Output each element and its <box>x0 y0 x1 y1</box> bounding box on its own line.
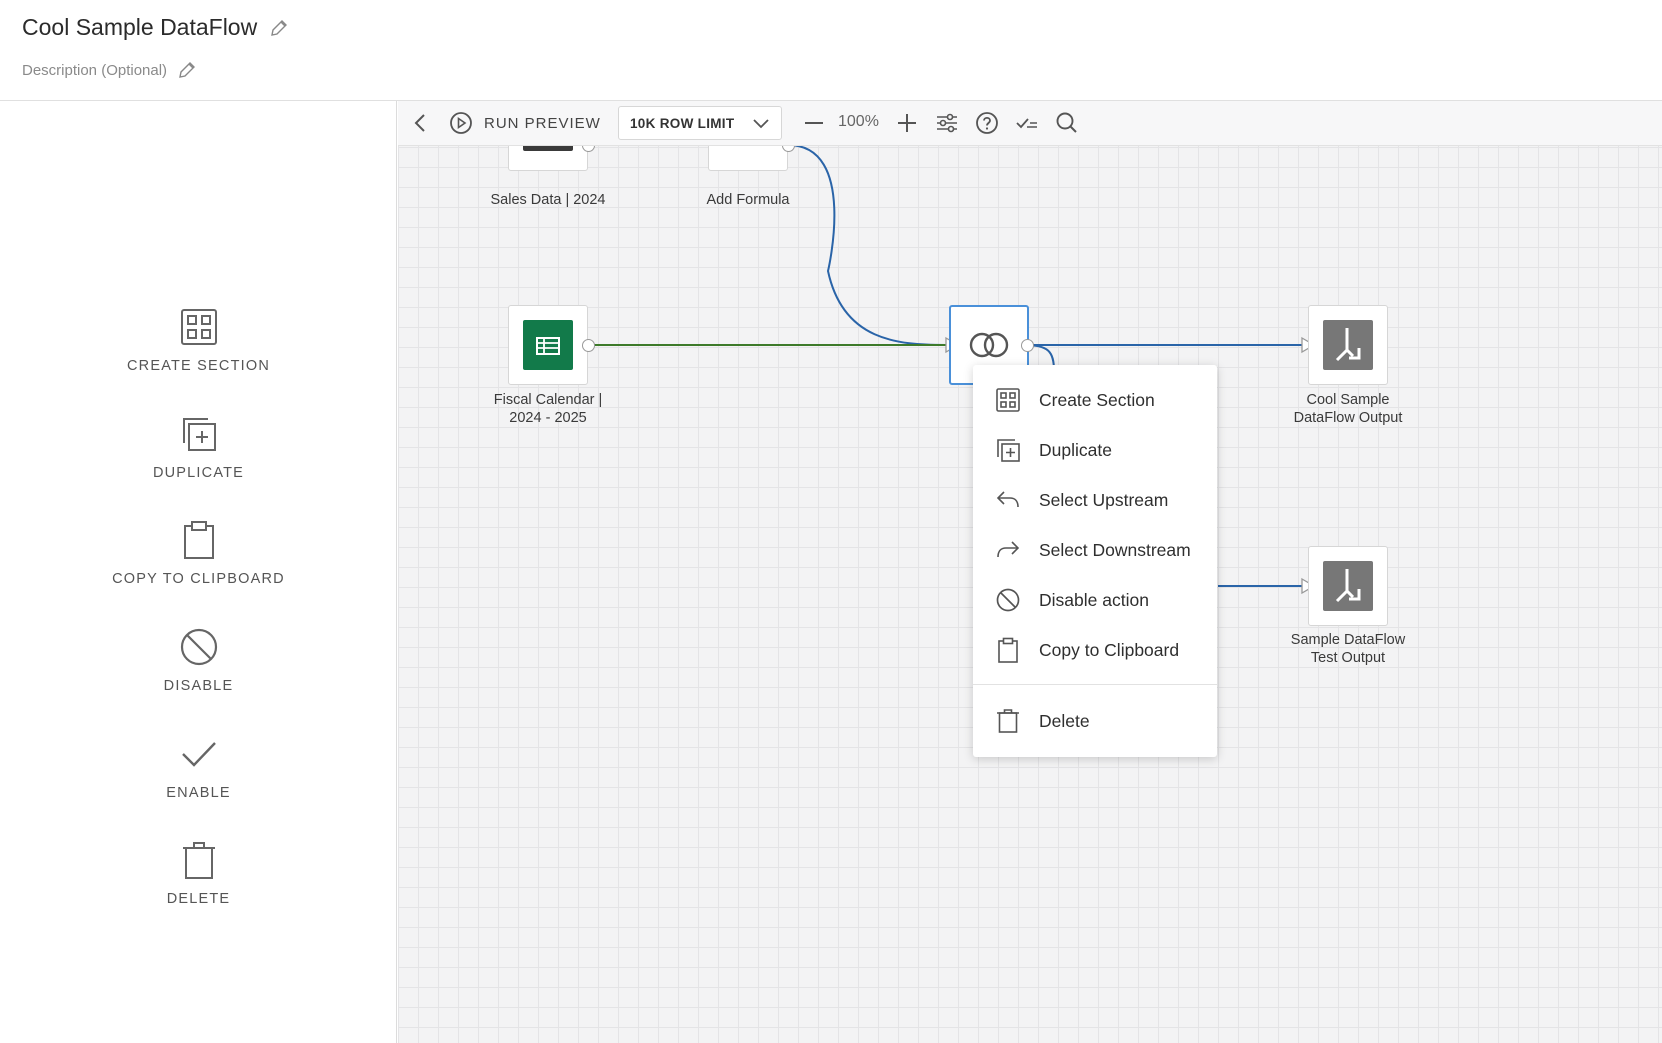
disable-icon <box>180 628 217 666</box>
edit-title-pencil-icon[interactable] <box>269 18 289 38</box>
join-out-port[interactable] <box>1021 339 1034 352</box>
disable-button[interactable]: DISABLE <box>0 626 397 721</box>
duplicate-button[interactable]: DUPLICATE <box>0 413 397 508</box>
edit-description-pencil-icon[interactable] <box>177 60 197 80</box>
delete-button[interactable]: DELETE <box>0 839 397 934</box>
run-preview-label: RUN PREVIEW <box>484 114 601 132</box>
output2-label-line1: Sample DataFlow <box>1290 632 1406 648</box>
enable-label: ENABLE <box>166 785 231 801</box>
left-action-panel: CREATE SECTION DUPLICATE COPY TO CLIPBOA… <box>0 101 397 1043</box>
help-button[interactable] <box>974 110 1000 136</box>
menu-copy-to-clipboard[interactable]: Copy to Clipboard <box>973 625 1217 675</box>
menu-create-section[interactable]: Create Section <box>973 375 1217 425</box>
output1-label-line2: DataFlow Output <box>1293 410 1403 426</box>
back-button[interactable] <box>408 110 434 136</box>
check-list-icon <box>1016 118 1037 129</box>
fiscal-calendar-label: Fiscal Calendar | 2024 - 2025 <box>468 391 628 427</box>
copy-to-clipboard-label: COPY TO CLIPBOARD <box>112 571 285 587</box>
search-icon <box>1056 112 1077 133</box>
description-row: Description (Optional) <box>22 60 197 80</box>
output1-label-line1: Cool Sample <box>1306 392 1390 408</box>
run-preview-button[interactable]: RUN PREVIEW <box>448 110 601 136</box>
row-limit-value: 10K ROW LIMIT <box>630 115 735 131</box>
fiscal-calendar-label-line2: 2024 - 2025 <box>509 410 587 426</box>
zoom-level: 100% <box>838 113 879 130</box>
output2-label: Sample DataFlow Test Output <box>1268 631 1428 667</box>
check-icon <box>181 742 216 767</box>
section-grid-icon <box>996 388 1020 412</box>
output1-label: Cool Sample DataFlow Output <box>1268 391 1428 427</box>
title-row: Cool Sample DataFlow <box>22 14 289 41</box>
menu-select-upstream[interactable]: Select Upstream <box>973 475 1217 525</box>
copy-to-clipboard-button[interactable]: COPY TO CLIPBOARD <box>0 519 397 614</box>
menu-disable-action-label: Disable action <box>1039 589 1149 610</box>
trash-icon <box>997 709 1019 733</box>
fiscal-calendar-label-line1: Fiscal Calendar | <box>493 392 603 408</box>
page-header: Cool Sample DataFlow Description (Option… <box>0 0 1662 101</box>
trash-icon <box>182 842 215 879</box>
menu-delete[interactable]: Delete <box>973 696 1217 746</box>
join-venn-icon <box>969 332 1009 358</box>
disable-label: DISABLE <box>163 678 234 694</box>
help-circle-icon <box>976 112 998 134</box>
sales-data-label: Sales Data | 2024 <box>490 192 606 208</box>
spreadsheet-icon <box>523 320 573 370</box>
menu-select-upstream-label: Select Upstream <box>1039 489 1169 510</box>
menu-duplicate[interactable]: Duplicate <box>973 425 1217 475</box>
menu-divider <box>973 684 1217 685</box>
add-formula-label: Add Formula <box>706 192 790 208</box>
plus-icon <box>898 114 916 132</box>
minus-icon <box>805 122 823 124</box>
chevron-down-icon <box>753 119 769 129</box>
output-dataset-icon <box>1323 320 1373 370</box>
menu-copy-to-clipboard-label: Copy to Clipboard <box>1039 639 1180 660</box>
menu-select-downstream[interactable]: Select Downstream <box>973 525 1217 575</box>
zoom-in-button[interactable] <box>894 110 920 136</box>
arrow-forward-icon <box>997 541 1020 558</box>
disable-icon <box>996 588 1020 612</box>
node-context-menu: Create Section Duplicate Select Upstream… <box>973 365 1217 757</box>
dataflow-title[interactable]: Cool Sample DataFlow <box>22 14 258 40</box>
duplicate-label: DUPLICATE <box>152 465 245 481</box>
settings-sliders-button[interactable] <box>934 110 960 136</box>
create-section-label: CREATE SECTION <box>126 358 271 374</box>
row-limit-select[interactable]: 10K ROW LIMIT <box>618 106 782 140</box>
description-field[interactable]: Description (Optional) <box>22 61 168 79</box>
node-output-test[interactable] <box>1308 546 1388 626</box>
menu-create-section-label: Create Section <box>1039 389 1155 410</box>
duplicate-icon <box>182 418 216 451</box>
chevron-left-icon <box>414 114 425 132</box>
fiscal-calendar-out-port[interactable] <box>582 339 595 352</box>
delete-label: DELETE <box>166 891 231 907</box>
duplicate-icon <box>997 439 1020 462</box>
section-grid-icon <box>180 309 217 345</box>
canvas-toolbar: RUN PREVIEW 10K ROW LIMIT 100% <box>398 101 1662 146</box>
sliders-icon <box>937 113 957 133</box>
enable-button[interactable]: ENABLE <box>0 733 397 828</box>
validate-button[interactable] <box>1014 110 1040 136</box>
search-button[interactable] <box>1054 110 1080 136</box>
arrow-back-icon <box>996 491 1019 508</box>
create-section-button[interactable]: CREATE SECTION <box>0 306 397 401</box>
menu-disable-action[interactable]: Disable action <box>973 575 1217 625</box>
play-circle-icon <box>450 112 472 134</box>
zoom-out-button[interactable] <box>801 110 827 136</box>
menu-duplicate-label: Duplicate <box>1039 439 1112 460</box>
menu-delete-label: Delete <box>1039 710 1090 731</box>
output-dataset-icon <box>1323 561 1373 611</box>
clipboard-icon <box>183 521 214 559</box>
node-fiscal-calendar[interactable] <box>508 305 588 385</box>
output2-label-line2: Test Output <box>1310 650 1386 666</box>
link-formula-to-join <box>787 144 947 346</box>
menu-select-downstream-label: Select Downstream <box>1039 539 1191 560</box>
node-output-cool-sample[interactable] <box>1308 305 1388 385</box>
clipboard-icon <box>998 637 1018 663</box>
